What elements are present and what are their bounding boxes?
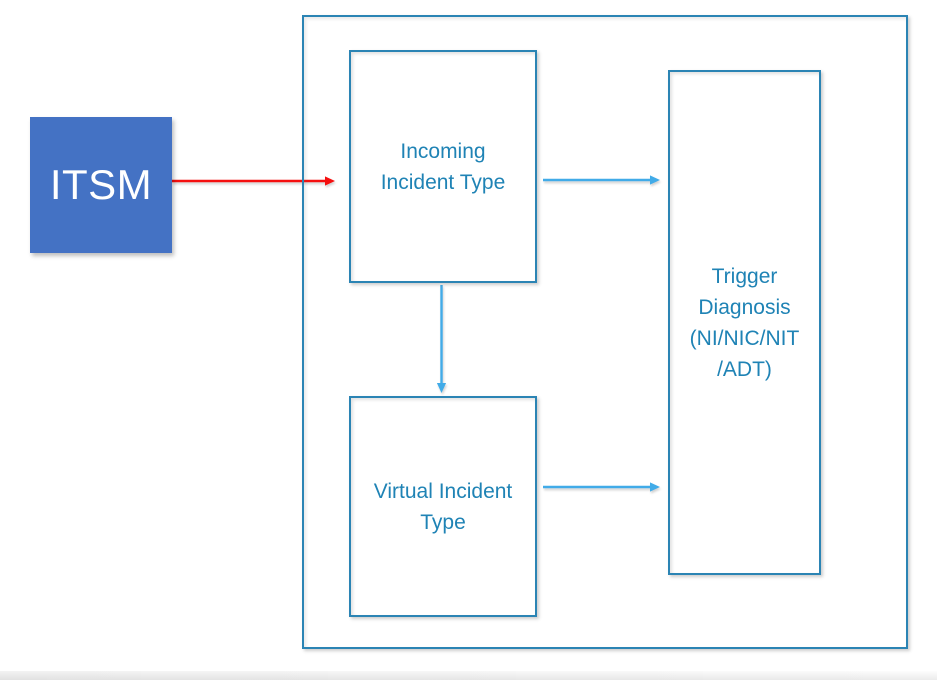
virtual-incident-type-label: Virtual Incident Type xyxy=(373,479,513,534)
incoming-incident-type-node: Incoming Incident Type xyxy=(349,50,537,283)
bottom-edge-shade xyxy=(0,671,937,680)
trigger-diagnosis-label: Trigger Diagnosis (NI/NIC/NIT /ADT) xyxy=(689,264,800,381)
trigger-diagnosis-node: Trigger Diagnosis (NI/NIC/NIT /ADT) xyxy=(668,70,821,575)
itsm-node-label: ITSM xyxy=(49,161,153,208)
incoming-incident-type-label: Incoming Incident Type xyxy=(380,139,506,194)
itsm-node: ITSM xyxy=(30,117,172,253)
process-group-frame xyxy=(302,15,908,649)
virtual-incident-type-node: Virtual Incident Type xyxy=(349,396,537,617)
